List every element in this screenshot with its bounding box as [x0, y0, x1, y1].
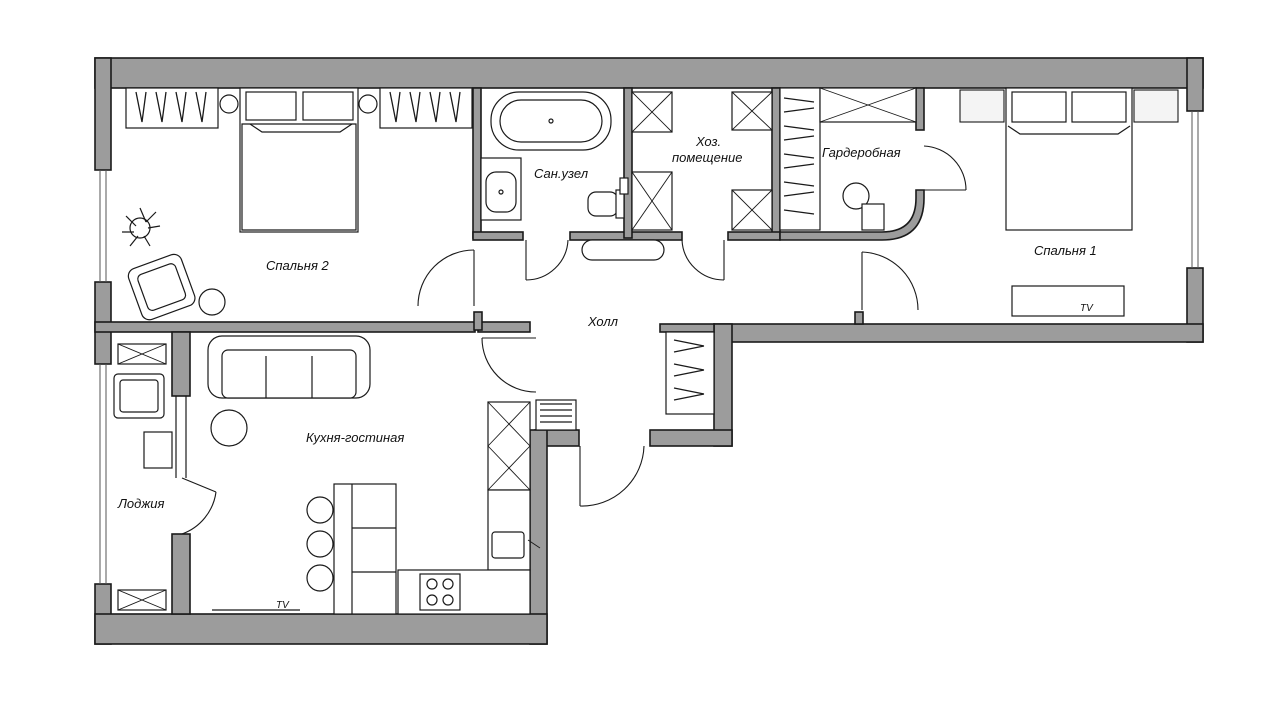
wardrobe-curved-wall — [779, 189, 925, 241]
bedroom-2-furniture — [122, 87, 473, 321]
interior-walls — [94, 87, 925, 615]
label-kitchen-tv: TV — [276, 600, 290, 611]
windows — [99, 111, 1199, 584]
label-hall: Холл — [587, 314, 619, 329]
bathroom-fixtures — [480, 91, 665, 261]
loggia-furniture — [113, 343, 173, 611]
label-loggia: Лоджия — [117, 496, 165, 511]
label-utility-line1: Хоз. — [695, 134, 721, 149]
label-bathroom: Сан.узел — [534, 166, 589, 181]
label-bedroom-1: Спальня 1 — [1034, 243, 1097, 258]
hall-fixtures — [535, 331, 715, 431]
utility-fixtures — [631, 91, 773, 231]
label-utility-line2: помещение — [672, 150, 742, 165]
doors — [175, 145, 967, 535]
bedroom-1-furniture — [959, 87, 1179, 317]
outer-walls — [94, 57, 1204, 645]
label-kitchen-living: Кухня-гостиная — [306, 430, 404, 445]
kitchen-living-furniture — [207, 335, 541, 615]
label-bedroom-2: Спальня 2 — [266, 258, 330, 273]
wardrobe-fixtures — [779, 87, 917, 231]
label-wardrobe: Гардеробная — [822, 145, 901, 160]
label-bedroom-1-tv: TV — [1080, 303, 1094, 314]
